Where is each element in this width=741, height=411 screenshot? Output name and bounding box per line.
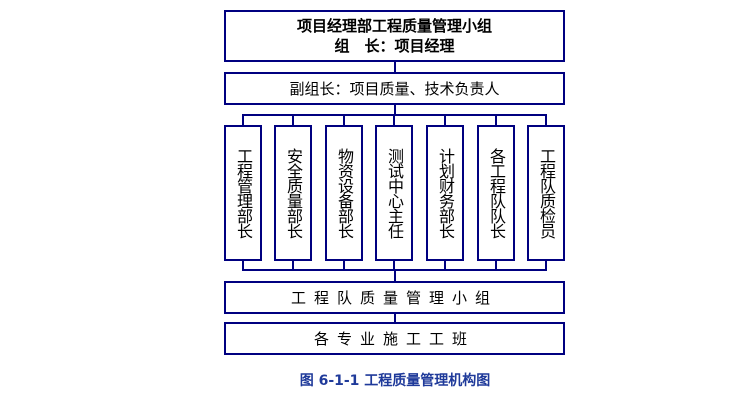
department-box: 安全质量部长 [274, 125, 312, 261]
connector [495, 261, 497, 270]
department-box: 测试中心主任 [375, 125, 413, 261]
team-quality-group-box: 工程队质量管理小组 [224, 281, 565, 314]
leader-name: 组 长：项目经理 [334, 37, 455, 55]
department-box: 计划财务部长 [426, 125, 464, 261]
connector [242, 261, 244, 270]
department-box: 物资设备部长 [325, 125, 363, 261]
connector [393, 261, 395, 270]
connector [394, 313, 396, 322]
connector [545, 261, 547, 270]
department-box: 工程管理部长 [224, 125, 262, 261]
connector [343, 114, 345, 125]
department-box: 工程队质检员 [527, 125, 565, 261]
department-box: 各工程队队长 [477, 125, 515, 261]
leader-group-title: 项目经理部工程质量管理小组 [296, 17, 492, 35]
connector [394, 269, 396, 281]
connector [242, 114, 244, 125]
figure-caption: 图 6-1-1 工程质量管理机构图 [299, 373, 491, 389]
connector [393, 114, 395, 125]
connector [343, 261, 345, 270]
connector [292, 114, 294, 125]
deputy-leader-box: 副组长：项目质量、技术负责人 [224, 72, 565, 105]
connector [292, 261, 294, 270]
leader-group-box: 项目经理部工程质量管理小组 组 长：项目经理 [224, 10, 565, 62]
work-class-box: 各专业施工工班 [224, 322, 565, 355]
connector [444, 114, 446, 125]
connector [545, 114, 547, 125]
connector [394, 62, 396, 72]
connector [444, 261, 446, 270]
connector [495, 114, 497, 125]
connector [394, 105, 396, 115]
